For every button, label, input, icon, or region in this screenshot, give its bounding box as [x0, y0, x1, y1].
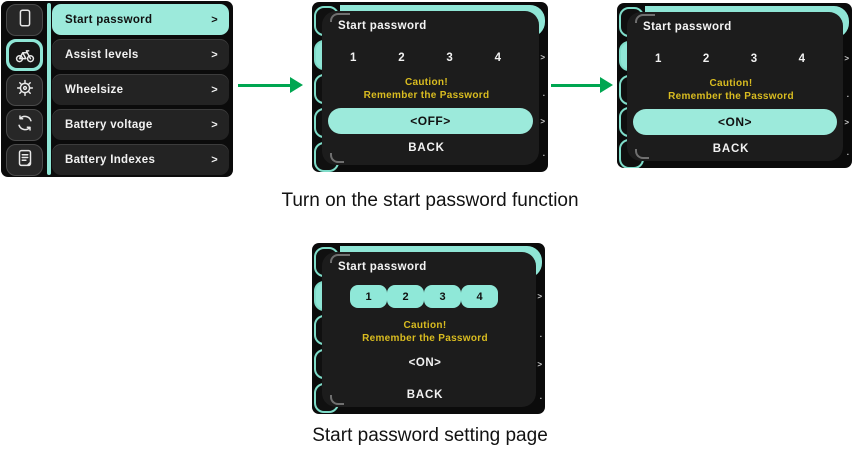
sidebar-item-display[interactable]: [6, 4, 43, 36]
digit-3-box[interactable]: 3: [424, 285, 461, 308]
chevron-right-icon: >: [211, 153, 218, 166]
digit-2-box[interactable]: 2: [387, 285, 424, 308]
menu-item-start-password[interactable]: Start password >: [52, 4, 229, 35]
digit-4: 4: [494, 52, 501, 64]
row-marker-icon: .: [539, 392, 542, 401]
digit-2: 2: [398, 52, 405, 64]
menu-item-label: Assist levels: [65, 48, 139, 61]
caption-setting-page: Start password setting page: [312, 425, 548, 446]
caution-line1: Caution!: [403, 320, 447, 331]
password-digits-row: 1 2 3 4: [350, 285, 498, 308]
corner-bracket-icon: [330, 395, 344, 405]
row-marker-icon: .: [542, 89, 545, 98]
caution-line2: Remember the Password: [362, 332, 488, 344]
back-button[interactable]: BACK: [712, 143, 750, 155]
row-marker-icon: .: [539, 330, 542, 339]
sidebar-item-settings[interactable]: [6, 74, 43, 106]
back-button[interactable]: BACK: [408, 142, 445, 154]
back-button[interactable]: BACK: [406, 389, 444, 401]
menu-item-battery-voltage[interactable]: Battery voltage >: [52, 109, 229, 140]
gear-icon: [14, 77, 36, 104]
row-marker-icon: >: [537, 292, 542, 301]
digit-1: 1: [350, 52, 357, 64]
corner-bracket-icon: [330, 13, 350, 22]
flow-arrow: [238, 77, 303, 93]
caution-text: Caution! Remember the Password: [322, 320, 528, 345]
digit-1: 1: [655, 53, 662, 65]
menu-item-wheelsize[interactable]: Wheelsize >: [52, 74, 229, 105]
row-marker-icon: .: [542, 149, 545, 158]
menu-item-label: Battery Indexes: [65, 153, 156, 166]
corner-bracket-icon: [635, 14, 655, 23]
menu-item-label: Wheelsize: [65, 83, 124, 96]
dialog-title: Start password: [338, 20, 427, 32]
arrow-shaft: [551, 83, 602, 87]
row-marker-icon: >: [540, 117, 545, 126]
caution-line1: Caution!: [709, 78, 753, 89]
menu-item-battery-indexes[interactable]: Battery Indexes >: [52, 144, 229, 175]
settings-menu-list: Start password > Assist levels > Wheelsi…: [47, 1, 231, 177]
corner-bracket-icon: [635, 149, 649, 159]
digit-2: 2: [702, 53, 710, 65]
chevron-right-icon: >: [211, 83, 218, 96]
corner-bracket-icon: [330, 153, 344, 163]
flow-arrow: [551, 77, 613, 93]
digit-3: 3: [750, 53, 758, 65]
caution-text: Caution! Remember the Password: [627, 78, 835, 103]
row-marker-icon: .: [846, 90, 849, 99]
chevron-right-icon: >: [211, 13, 218, 26]
arrow-head-icon: [600, 77, 613, 93]
row-marker-icon: >: [537, 360, 542, 369]
menu-item-label: Start password: [65, 13, 153, 26]
popup-screen-setting: > . > . Start password 1 2 3 4 Caution! …: [312, 243, 545, 414]
password-toggle-on[interactable]: <ON>: [408, 357, 442, 369]
digit-4-box[interactable]: 4: [461, 285, 498, 308]
sidebar-item-bike[interactable]: [6, 39, 43, 71]
dialog-title: Start password: [338, 261, 427, 273]
chevron-right-icon: >: [211, 48, 218, 61]
caution-line2: Remember the Password: [363, 89, 490, 101]
password-toggle-off[interactable]: <OFF>: [328, 108, 533, 134]
menu-item-label: Battery voltage: [65, 118, 153, 131]
arrow-shaft: [238, 83, 292, 87]
corner-bracket-icon: [330, 254, 350, 263]
digit-4: 4: [798, 53, 805, 65]
row-marker-icon: >: [844, 118, 849, 127]
row-marker-icon: .: [846, 148, 849, 157]
row-marker-icon: >: [540, 53, 545, 62]
menu-accent-bar: [47, 3, 51, 175]
popup-screen-on: > . > . Start password 1 2 3 4 Caution! …: [617, 3, 852, 168]
arrow-head-icon: [290, 77, 303, 93]
menu-item-assist-levels[interactable]: Assist levels >: [52, 39, 229, 70]
menu-screen: Start password > Assist levels > Wheelsi…: [1, 1, 233, 177]
caution-line2: Remember the Password: [668, 90, 794, 102]
password-toggle-on[interactable]: <ON>: [633, 109, 837, 135]
sync-icon: [14, 112, 36, 139]
caption-turn-on: Turn on the start password function: [281, 190, 579, 211]
digit-3: 3: [446, 52, 453, 64]
sidebar-item-sync[interactable]: [6, 109, 43, 141]
digit-1-box[interactable]: 1: [350, 285, 387, 308]
sidebar: [3, 1, 47, 177]
chevron-right-icon: >: [211, 118, 218, 131]
start-password-dialog: Start password 1 2 3 4 Caution! Remember…: [627, 12, 843, 161]
password-digits-row[interactable]: 1 2 3 4: [350, 52, 501, 64]
dialog-title: Start password: [643, 21, 732, 33]
caution-text: Caution! Remember the Password: [322, 77, 531, 102]
sidebar-item-records[interactable]: [6, 144, 43, 176]
start-password-dialog: Start password 1 2 3 4 Caution! Remember…: [322, 11, 539, 165]
start-password-dialog: Start password 1 2 3 4 Caution! Remember…: [322, 252, 536, 407]
row-marker-icon: >: [844, 54, 849, 63]
display-icon: [14, 7, 36, 34]
document-icon: [14, 147, 36, 174]
popup-screen-off: > . > . Start password 1 2 3 4 Caution! …: [312, 2, 548, 172]
caution-line1: Caution!: [405, 77, 448, 88]
bike-icon: [9, 42, 40, 68]
password-digits-row[interactable]: 1 2 3 4: [655, 53, 805, 65]
